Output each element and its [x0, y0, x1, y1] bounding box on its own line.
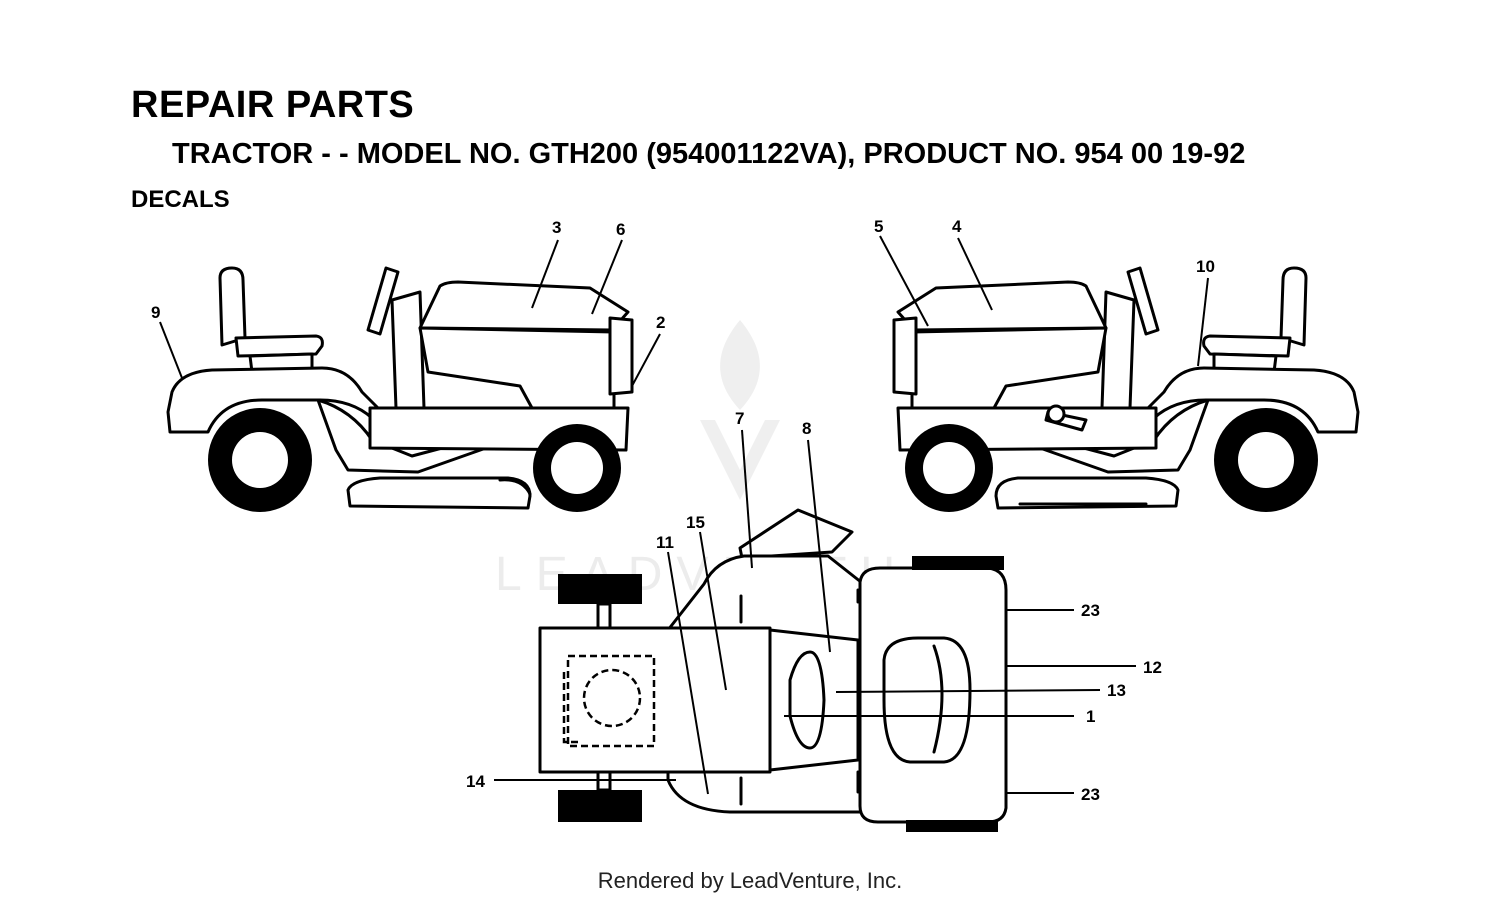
callout-23-top: 23: [1081, 601, 1100, 620]
callout-12: 12: [1143, 658, 1162, 677]
callout-2: 2: [656, 313, 665, 332]
callout-11: 11: [656, 533, 674, 552]
render-credit: Rendered by LeadVenture, Inc.: [597, 868, 903, 893]
callout-9: 9: [151, 303, 160, 322]
section-heading: DECALS: [131, 186, 230, 213]
callout-labels: 3 6 2 9 5 4 10 7 8 15 11 14 23 12 13 1 2…: [151, 217, 1215, 804]
tractor-right-side-view: [892, 266, 1360, 512]
callout-23-bottom: 23: [1081, 785, 1100, 804]
model-subtitle: TRACTOR - - MODEL NO. GTH200 (954001122V…: [172, 138, 1246, 170]
callout-3: 3: [552, 218, 561, 237]
tractor-top-view: [538, 508, 1008, 832]
callout-13: 13: [1107, 681, 1126, 700]
callout-15: 15: [686, 513, 705, 532]
callout-6: 6: [616, 220, 625, 239]
callout-1: 1: [1086, 707, 1095, 726]
callout-14: 14: [466, 772, 485, 791]
leader-lines: [159, 235, 1209, 795]
callout-5: 5: [874, 217, 883, 236]
tractor-left-side-view: [166, 266, 634, 512]
callout-10: 10: [1196, 257, 1215, 276]
callout-4: 4: [952, 217, 962, 236]
callout-8: 8: [802, 419, 811, 438]
callout-7: 7: [735, 409, 744, 428]
page-title: REPAIR PARTS: [131, 84, 415, 126]
